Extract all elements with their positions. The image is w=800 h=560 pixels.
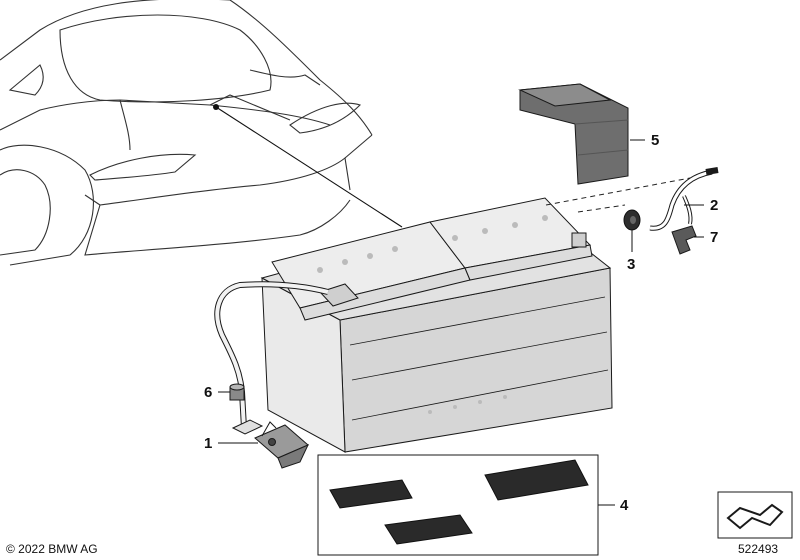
cover-part — [518, 83, 629, 185]
car-outline — [0, 0, 373, 266]
pad-right — [484, 459, 589, 501]
callout-1: 1 — [204, 435, 212, 452]
pads-box — [317, 454, 599, 556]
callout-4: 4 — [620, 497, 629, 514]
copyright-text: © 2022 BMW AG — [6, 542, 98, 556]
bracket-part — [254, 421, 310, 469]
pad-bottom — [384, 514, 473, 545]
elbow-part — [671, 225, 697, 255]
ground-cable — [214, 281, 329, 429]
callout-6: 6 — [204, 384, 212, 401]
callout-7: 7 — [710, 229, 718, 246]
cap-nut-part — [229, 383, 264, 435]
callout-2: 2 — [710, 197, 718, 214]
diagram-number: 522493 — [738, 542, 778, 556]
dashed-guides — [545, 177, 691, 213]
battery — [260, 197, 613, 453]
pad-left — [329, 479, 413, 509]
callout-3: 3 — [627, 256, 635, 273]
grommet-part — [623, 209, 641, 231]
leader-lines — [218, 139, 704, 506]
view-direction-icon — [717, 491, 793, 539]
location-pointer — [213, 104, 403, 228]
vent-hose-part — [649, 167, 719, 231]
callout-5: 5 — [651, 132, 659, 149]
